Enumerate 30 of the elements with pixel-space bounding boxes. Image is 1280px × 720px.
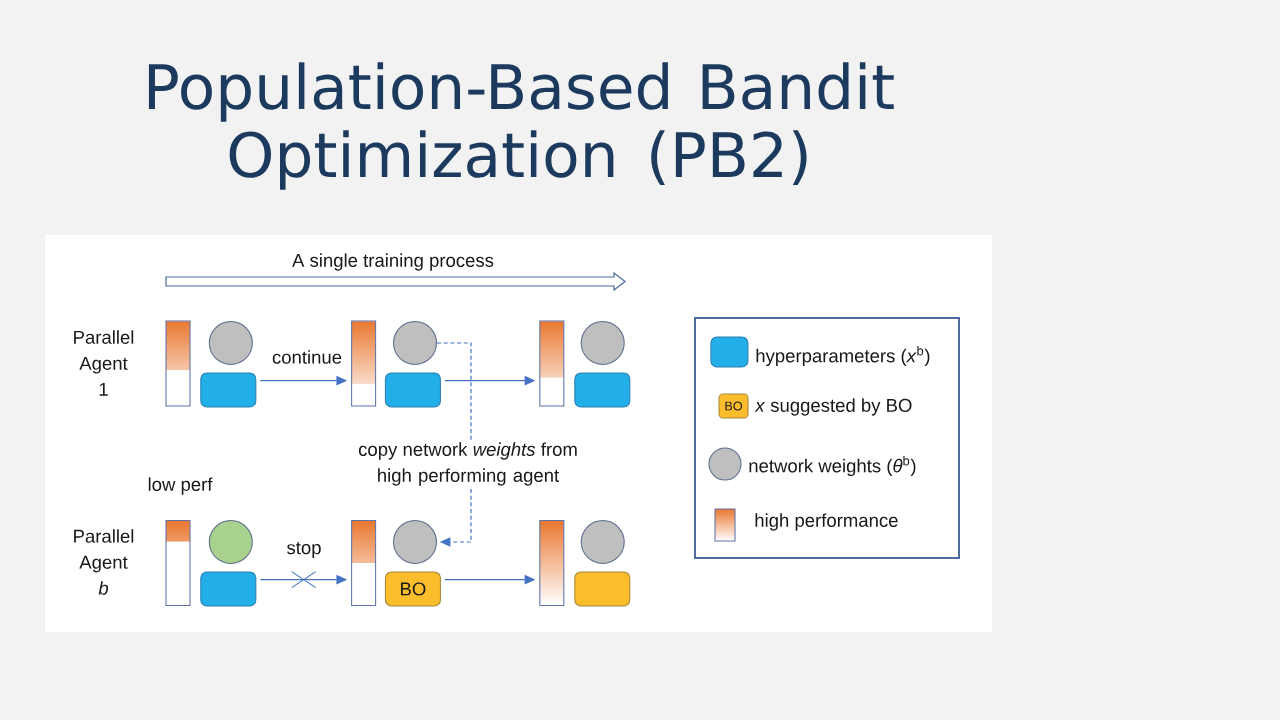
circle-node: [392, 320, 438, 366]
circle-node: [208, 320, 253, 366]
gradient-bar: [351, 519, 377, 607]
circle-node: [580, 320, 625, 366]
rounded-box: [384, 372, 441, 408]
gradient-bar: [165, 519, 191, 607]
rounded-box: [200, 372, 257, 408]
legend-label: high performance: [755, 513, 898, 531]
gradient-bar: [539, 519, 565, 607]
circle-node: [208, 519, 253, 565]
rounded-box: [574, 372, 631, 408]
rounded-box: [574, 571, 631, 607]
gradient-bar: [351, 320, 377, 407]
circle-node: [580, 519, 625, 565]
edge-label: copy network weights from high performing agent: [355, 441, 581, 487]
gradient-bar: [165, 320, 191, 407]
gradient-bar: [539, 320, 565, 407]
legend-label: x suggested by BO: [754, 398, 912, 416]
process-caption: A single training process: [292, 253, 494, 271]
annotation-text: low perf: [148, 477, 213, 495]
slide-title: Population-Based Bandit Optimization (PB2): [148, 62, 894, 190]
row-label: Parallel Agent 1: [74, 330, 134, 396]
row-label: Parallel Agent b: [74, 529, 134, 595]
circle-node: [392, 519, 438, 565]
rounded-box: [200, 571, 257, 607]
rounded-box: BO: [384, 571, 441, 607]
legend-label: hyperparameters (x$^{b}$): [756, 345, 930, 367]
legend-label: network weights (θ$^{b}$): [749, 455, 916, 477]
edge-label: stop: [285, 541, 323, 559]
dashed-arrow: [436, 342, 472, 547]
